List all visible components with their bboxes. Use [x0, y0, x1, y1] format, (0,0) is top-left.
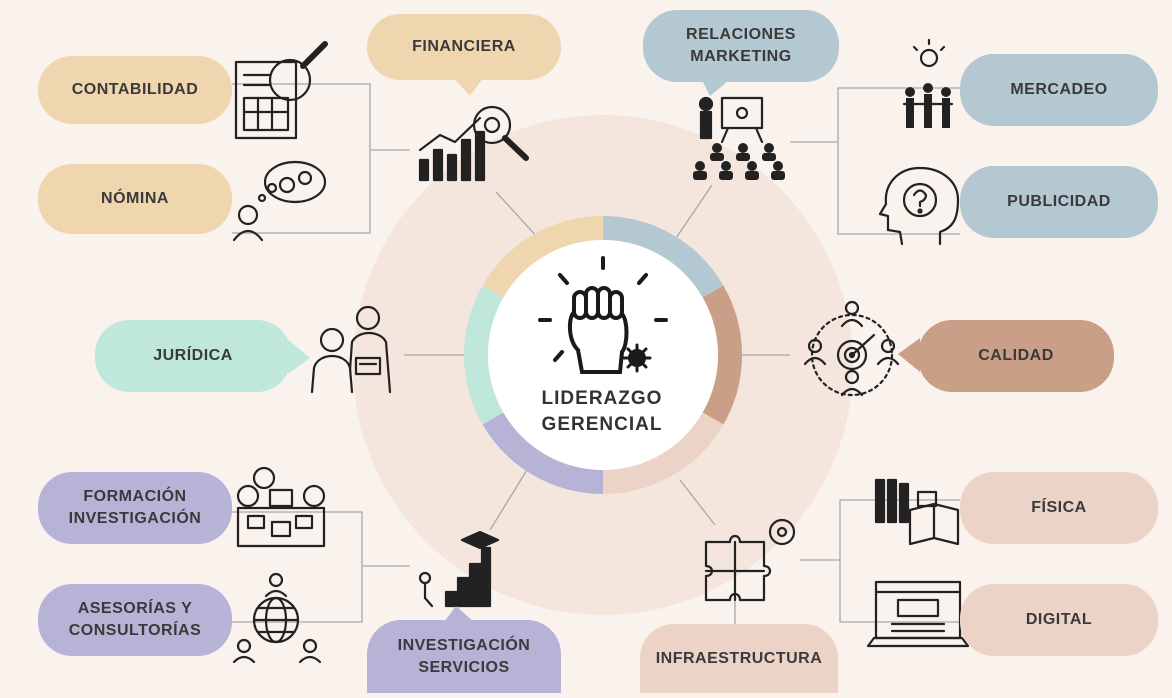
marketing-label-line2: MARKETING: [690, 48, 792, 65]
center-title-line2: GERENCIAL: [541, 413, 663, 435]
investigacion-label-line2: SERVICIOS: [418, 658, 510, 676]
formacion-bubble: FORMACIÓN INVESTIGACIÓN: [38, 472, 232, 544]
publicidad-label: PUBLICIDAD: [1007, 193, 1111, 211]
nomina-label: NÓMINA: [101, 190, 169, 208]
publicidad-bubble: PUBLICIDAD: [960, 166, 1158, 238]
formacion-label-line1: FORMACIÓN: [83, 488, 187, 506]
investigacion-bubble-tail: [444, 606, 474, 622]
digital-bubble: DIGITAL: [960, 584, 1158, 656]
marketing-bubble-tail: [700, 76, 734, 96]
fist-gear-icon: [538, 256, 668, 374]
fisica-label: FÍSICA: [1031, 499, 1087, 517]
presentation-audience-icon: [693, 96, 785, 180]
financiera-bubble-tail: [450, 74, 486, 96]
calidad-bubble: CALIDAD: [918, 320, 1114, 392]
asesorias-label-line1: ASESORÍAS Y: [77, 600, 193, 618]
marketing-label-line1: RELACIONES: [686, 26, 796, 44]
contabilidad-bubble: CONTABILIDAD: [38, 56, 232, 124]
juridica-bubble-tail: [288, 340, 310, 374]
puzzle-gear-icon: [704, 518, 796, 602]
mercadeo-bubble: MERCADEO: [960, 54, 1158, 126]
books-icon: [874, 478, 960, 546]
fisica-bubble: FÍSICA: [960, 472, 1158, 544]
digital-label: DIGITAL: [1025, 611, 1093, 629]
center-title: LIDERAZGO GERENCIAL: [486, 386, 718, 437]
infraestructura-label: INFRAESTRUCTURA: [655, 649, 823, 667]
payroll-thinking-icon: [232, 160, 327, 242]
job-laptop-icon: [866, 580, 970, 648]
infraestructura-bubble: INFRAESTRUCTURA: [640, 624, 838, 693]
team-workshop-icon: [236, 466, 326, 548]
calidad-bubble-tail: [898, 338, 920, 372]
graduation-stairs-icon: [418, 530, 500, 608]
global-network-icon: [232, 572, 322, 664]
formacion-label-line2: INVESTIGACIÓN: [68, 510, 202, 527]
contabilidad-label: CONTABILIDAD: [71, 81, 199, 99]
center-title-line1: LIDERAZGO: [541, 388, 663, 409]
donut-segment-infraestructura: [602, 412, 724, 494]
center-donut: [464, 216, 742, 494]
center-disc: [488, 240, 718, 470]
head-question-icon: [878, 166, 960, 246]
donut-segment-calidad: [702, 285, 742, 425]
target-people-icon: [803, 300, 900, 397]
donut-segment-investigacion: [482, 412, 604, 494]
accounting-document-icon: [234, 41, 328, 140]
mercadeo-label: MERCADEO: [1010, 81, 1108, 99]
juridica-bubble: JURÍDICA: [95, 320, 291, 392]
asesorias-label-line2: CONSULTORÍAS: [68, 622, 202, 639]
team-idea-icon: [902, 38, 954, 128]
investigacion-label-line1: INVESTIGACIÓN: [397, 636, 531, 654]
financial-chart-icon: [418, 105, 529, 182]
financiera-bubble: FINANCIERA: [367, 14, 561, 80]
nomina-bubble: NÓMINA: [38, 164, 232, 234]
donut-segment-marketing: [602, 216, 724, 298]
asesorias-bubble: ASESORÍAS Y CONSULTORÍAS: [38, 584, 232, 656]
investigacion-bubble: INVESTIGACIÓN SERVICIOS: [367, 620, 561, 693]
marketing-bubble: RELACIONES MARKETING: [643, 10, 839, 82]
donut-segment-financiera: [482, 216, 604, 298]
financiera-label: FINANCIERA: [412, 38, 516, 56]
calidad-label: CALIDAD: [978, 347, 1054, 365]
lawyers-meeting-icon: [310, 305, 392, 394]
donut-segment-juridica: [464, 285, 504, 425]
juridica-label: JURÍDICA: [153, 347, 233, 365]
